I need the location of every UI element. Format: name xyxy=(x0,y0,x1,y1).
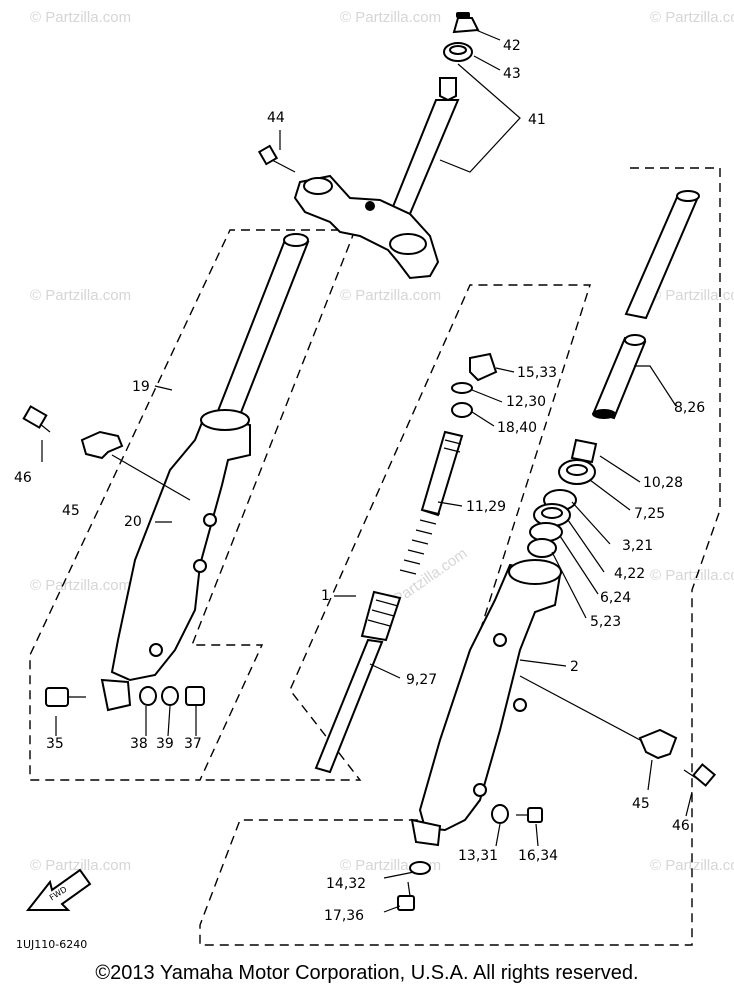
diagram-code: 1UJ110-6240 xyxy=(16,938,87,951)
callout-46-left: 46 xyxy=(14,470,32,486)
callout-15-33: 15,33 xyxy=(517,365,557,381)
steering-stem-41 xyxy=(293,77,460,280)
washer-39 xyxy=(161,686,179,706)
callout-42: 42 xyxy=(503,38,521,54)
callout-6-24: 6,24 xyxy=(600,590,631,606)
inner-tube-right xyxy=(624,190,700,320)
callout-46-right: 46 xyxy=(672,818,690,834)
leader-lines xyxy=(41,29,693,913)
washer-43 xyxy=(443,42,473,62)
washer-13-31 xyxy=(491,804,509,824)
callout-13-31: 13,31 xyxy=(458,848,498,864)
callout-14-32: 14,32 xyxy=(326,876,366,892)
o-ring-12-30 xyxy=(451,382,473,394)
dust-seal-7-25 xyxy=(558,459,596,485)
callout-labels: 42 43 41 44 19 20 46 45 35 38 39 37 15,3… xyxy=(14,38,705,924)
watermark: © Partzilla.com xyxy=(30,857,131,874)
callout-17-36: 17,36 xyxy=(324,908,364,924)
callout-12-30: 12,30 xyxy=(506,394,546,410)
bolt-46-left xyxy=(22,405,51,433)
watermark: © Partzilla.com xyxy=(650,857,734,874)
left-fork-outline xyxy=(29,229,356,781)
watermark: © Partzilla.com xyxy=(650,287,734,304)
bracket-45-left xyxy=(80,430,124,460)
callout-7-25: 7,25 xyxy=(634,506,665,522)
washer-14-32 xyxy=(409,861,431,875)
callout-19: 19 xyxy=(132,379,150,395)
oil-seal-4-22 xyxy=(533,503,571,527)
callout-45-left: 45 xyxy=(62,503,80,519)
spring-11-29 xyxy=(399,430,464,575)
bolt-44 xyxy=(257,144,296,173)
bolt-16-34 xyxy=(516,807,543,823)
stem-nut-42 xyxy=(452,12,480,34)
callout-3-21: 3,21 xyxy=(622,538,653,554)
nut-37 xyxy=(185,686,205,706)
callout-4-22: 4,22 xyxy=(614,566,645,582)
outer-tube-20 xyxy=(100,409,251,712)
damper-rod-9-27 xyxy=(314,590,402,774)
copyright-footer: ©2013 Yamaha Motor Corporation, U.S.A. A… xyxy=(95,962,639,984)
callout-41: 41 xyxy=(528,112,546,128)
callout-5-23: 5,23 xyxy=(590,614,621,630)
washer-6-24 xyxy=(529,522,563,542)
fwd-arrow-icon: FWD xyxy=(25,868,92,911)
callout-8-26: 8,26 xyxy=(674,400,705,416)
bushing-5-23 xyxy=(527,538,557,558)
callout-1: 1 xyxy=(321,588,330,604)
watermark: © Partzilla.com xyxy=(30,577,131,594)
callout-44: 44 xyxy=(267,110,285,126)
watermark: © Partzilla.com xyxy=(30,9,131,26)
spacer-8-26 xyxy=(592,334,647,420)
outer-tube-2 xyxy=(410,559,562,847)
callout-9-27: 9,27 xyxy=(406,672,437,688)
callout-43: 43 xyxy=(503,66,521,82)
callout-38: 38 xyxy=(130,736,148,752)
callout-18-40: 18,40 xyxy=(497,420,537,436)
watermark: © Partzilla.com xyxy=(30,287,131,304)
bolt-17-36 xyxy=(397,881,415,911)
watermark: © Partzilla.com xyxy=(650,9,734,26)
watermark: © Partzilla.com xyxy=(650,567,734,584)
callout-45-right: 45 xyxy=(632,796,650,812)
callout-35: 35 xyxy=(46,736,64,752)
inner-tube-19 xyxy=(214,233,310,422)
collar-18-40 xyxy=(451,402,473,418)
callout-39: 39 xyxy=(156,736,174,752)
callout-10-28: 10,28 xyxy=(643,475,683,491)
bolt-35 xyxy=(45,687,86,707)
watermark: © Partzilla.com xyxy=(340,9,441,26)
bracket-45-right xyxy=(638,728,678,760)
washer-38 xyxy=(139,686,157,706)
callout-37: 37 xyxy=(184,736,202,752)
callout-20: 20 xyxy=(124,514,142,530)
bolt-46-right xyxy=(683,763,717,787)
bushing-10-28 xyxy=(570,438,598,464)
callout-2: 2 xyxy=(570,659,579,675)
cap-bolt-15-33 xyxy=(469,352,498,382)
group-outlines xyxy=(29,167,721,946)
watermark: © Partzilla.com xyxy=(340,287,441,304)
callout-16-34: 16,34 xyxy=(518,848,558,864)
callout-11-29: 11,29 xyxy=(466,499,506,515)
